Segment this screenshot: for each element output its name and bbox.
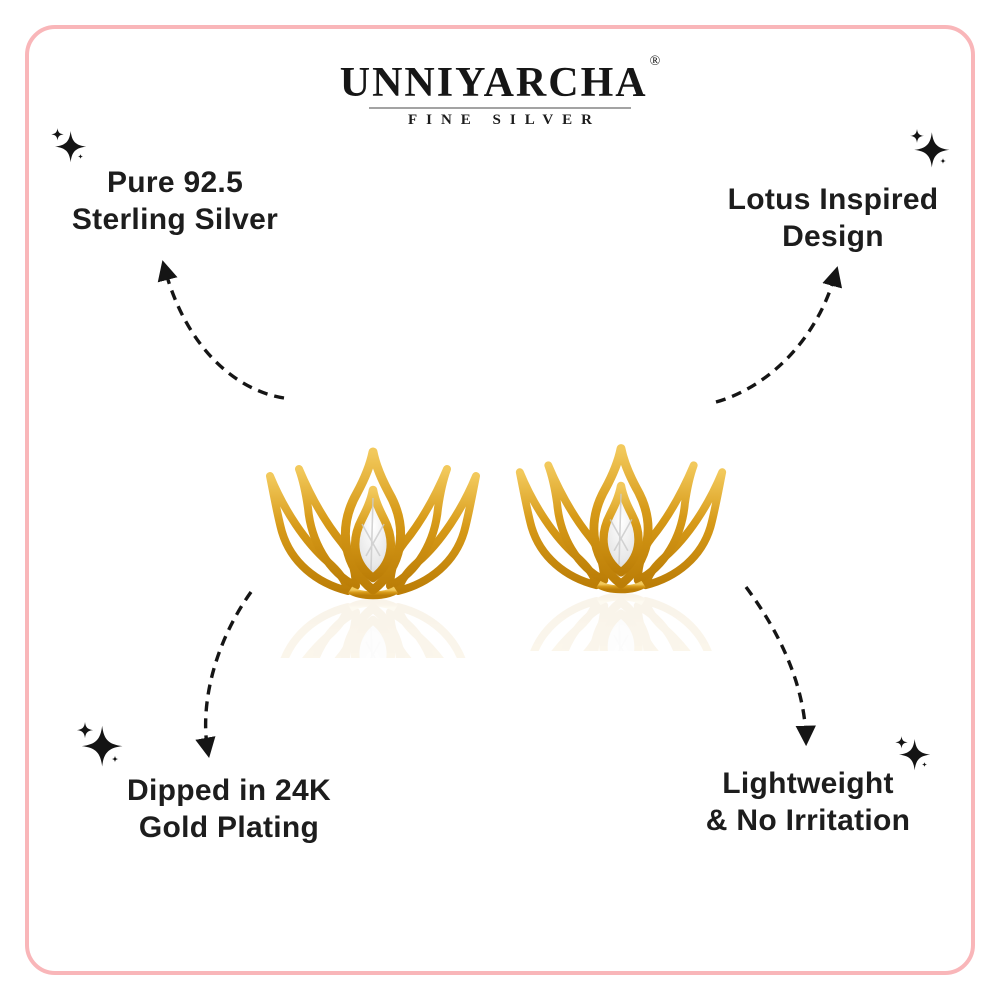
dashed-arrow-bottom-right bbox=[744, 585, 816, 747]
brand-divider bbox=[368, 107, 631, 109]
feature-gold-plating: Dipped in 24K Gold Plating bbox=[83, 772, 375, 846]
feature-lightweight: Lightweight & No Irritation bbox=[663, 765, 953, 839]
registered-trademark-icon: ® bbox=[649, 54, 663, 69]
brand-name: UNNIYARCHA® FINE SILVER bbox=[339, 55, 661, 128]
dashed-arrow-bottom-left bbox=[195, 591, 253, 759]
lotus-earring-right bbox=[508, 425, 734, 651]
dashed-arrow-top-right bbox=[715, 266, 843, 404]
dashed-arrow-top-left bbox=[157, 260, 285, 400]
feature-lotus-design: Lotus Inspired Design bbox=[692, 181, 974, 255]
brand-logo: UNNIYARCHA® FINE SILVER bbox=[0, 55, 1000, 129]
feature-line: Design bbox=[782, 220, 884, 253]
feature-line: Gold Plating bbox=[138, 811, 320, 844]
feature-line: Lightweight bbox=[722, 767, 894, 800]
feature-line: & No Irritation bbox=[705, 804, 911, 837]
feature-line: Lotus Inspired bbox=[727, 183, 939, 216]
brand-name-text: UNNIYARCHA bbox=[339, 60, 648, 106]
earring-reflection bbox=[270, 603, 476, 658]
feature-sterling-silver: Pure 92.5 Sterling Silver bbox=[35, 164, 315, 238]
brand-tagline: FINE SILVER bbox=[407, 112, 602, 128]
earring-reflection bbox=[520, 597, 722, 651]
lotus-earring-left bbox=[258, 428, 488, 658]
feature-line: Pure 92.5 bbox=[106, 166, 244, 199]
feature-line: Dipped in 24K bbox=[127, 774, 331, 807]
feature-line: Sterling Silver bbox=[71, 203, 279, 236]
